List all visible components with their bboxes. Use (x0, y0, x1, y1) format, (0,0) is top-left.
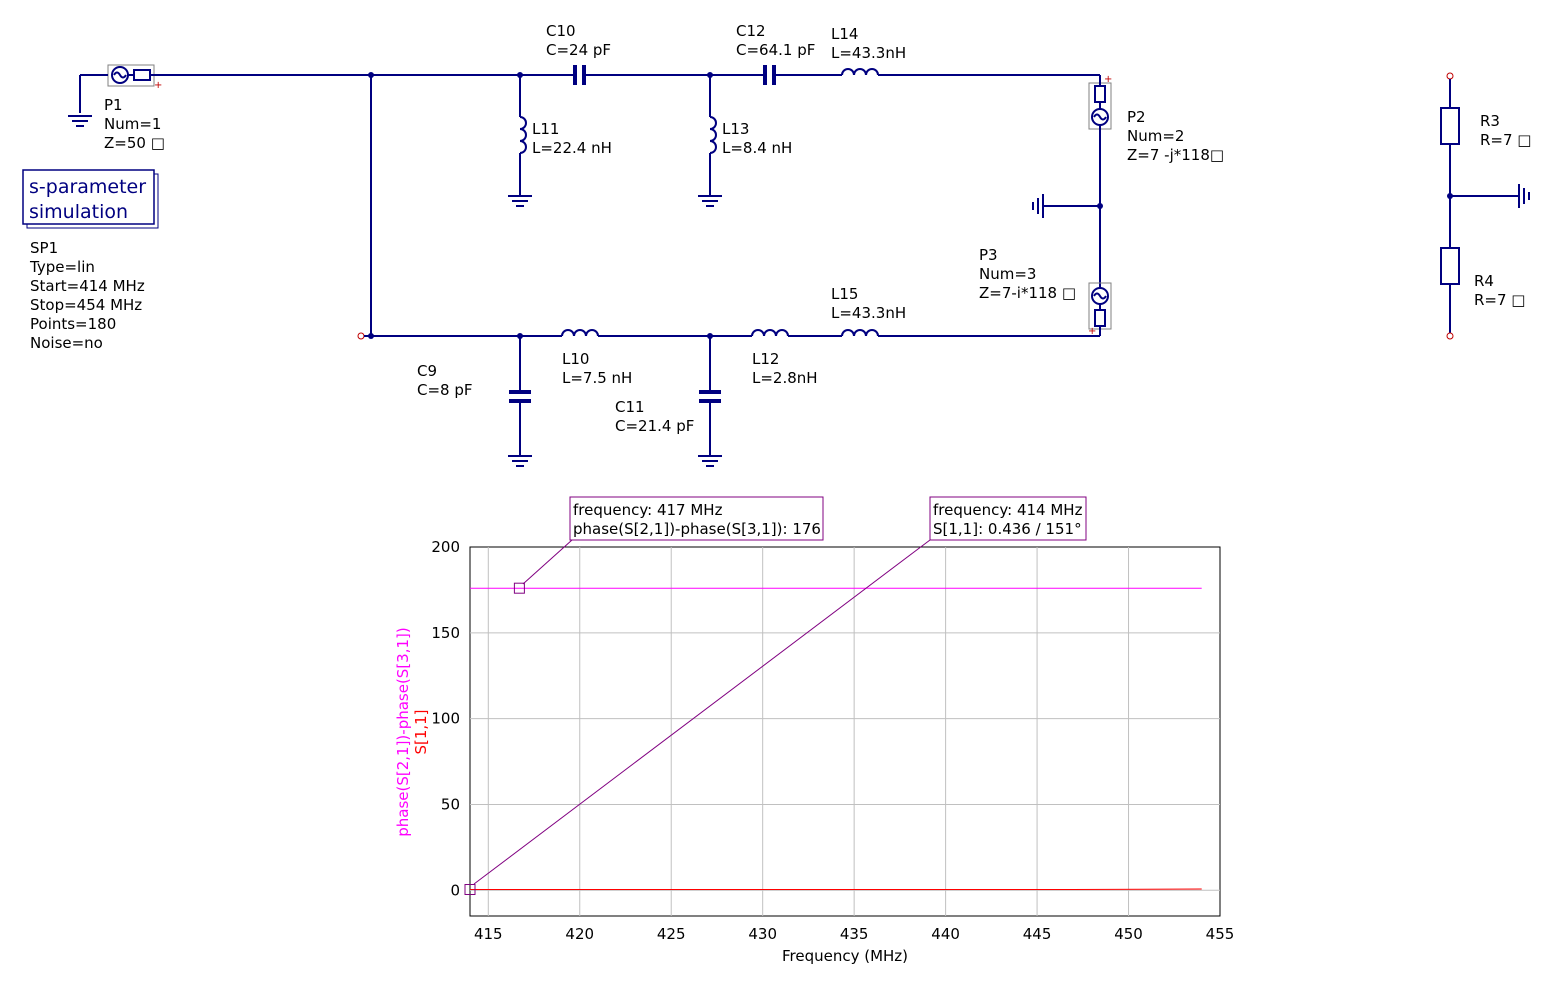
y-axis-label-top: phase(S[2,1])-phase(S[3,1]) (394, 627, 412, 837)
marker-point-2[interactable] (464, 884, 476, 896)
sp-simulation-block[interactable] (22, 169, 159, 229)
sim-box-line1: s-parameter (29, 176, 146, 198)
x-tick-label: 420 (565, 925, 594, 943)
p2-num: Num=2 (1127, 127, 1184, 145)
inductor-l12[interactable] (740, 329, 800, 337)
l14-name: L14 (831, 25, 858, 43)
svg-text:+: + (1088, 326, 1096, 337)
c10-name: C10 (546, 22, 576, 40)
marker-point-1[interactable] (513, 582, 525, 594)
y-axis-label-bottom: S[1,1] (412, 709, 430, 754)
p3-name: P3 (979, 246, 998, 264)
p3-impedance: Z=7-i*118 □ (979, 284, 1076, 302)
p1-num: Num=1 (104, 115, 161, 133)
x-tick-label: 435 (840, 925, 869, 943)
l12-name: L12 (752, 350, 779, 368)
l10-value: L=7.5 nH (562, 369, 632, 387)
sim-start: Start=414 MHz (30, 277, 145, 295)
resistor-r4[interactable] (1440, 196, 1460, 340)
r3-value: R=7 □ (1480, 131, 1531, 149)
marker-1-label[interactable] (522, 496, 824, 585)
capacitor-c12[interactable] (740, 65, 800, 85)
l15-name: L15 (831, 285, 858, 303)
marker-2-frequency: frequency: 414 MHz (933, 501, 1083, 519)
x-axis-label: Frequency (MHz) (782, 947, 908, 965)
x-tick-label: 445 (1023, 925, 1052, 943)
p1-name: P1 (104, 96, 123, 114)
tick-labels: 415 420 425 430 435 440 445 450 455 0 50 100 150 200 (431, 538, 1234, 943)
inductor-l10[interactable] (550, 329, 610, 337)
x-tick-label: 455 (1206, 925, 1235, 943)
port-p3[interactable]: + (1088, 282, 1112, 337)
series-lines (470, 587, 1202, 891)
x-tick-label: 415 (474, 925, 503, 943)
svg-text:+: + (154, 80, 162, 91)
l14-value: L=43.3nH (831, 44, 906, 62)
c9-name: C9 (417, 362, 437, 380)
p1-impedance: Z=50 □ (104, 134, 165, 152)
grid-lines (470, 547, 1220, 916)
c11-name: C11 (615, 398, 645, 416)
r3-name: R3 (1480, 112, 1500, 130)
r4-name: R4 (1474, 272, 1494, 290)
p3-num: Num=3 (979, 265, 1036, 283)
y-tick-label: 150 (431, 624, 460, 642)
port-p2[interactable]: + (1088, 74, 1112, 130)
ground-right (1518, 184, 1530, 208)
p2-impedance: Z=7 -j*118□ (1127, 146, 1224, 164)
ground-middle (1032, 194, 1044, 218)
sim-noise: Noise=no (30, 334, 103, 352)
capacitor-c11[interactable] (698, 336, 722, 467)
sim-type: Type=lin (29, 258, 95, 276)
inductor-l15[interactable] (830, 329, 890, 337)
l11-value: L=22.4 nH (532, 139, 612, 157)
inductor-l13[interactable] (698, 75, 722, 207)
plot-area (469, 546, 1221, 917)
sim-stop: Stop=454 MHz (30, 296, 142, 314)
l11-name: L11 (532, 120, 559, 138)
resistor-r3[interactable] (1440, 72, 1460, 196)
x-tick-label: 425 (657, 925, 686, 943)
l10-name: L10 (562, 350, 589, 368)
x-tick-label: 450 (1114, 925, 1143, 943)
sim-points: Points=180 (30, 315, 116, 333)
y-tick-label: 100 (431, 710, 460, 728)
marker-1-value: phase(S[2,1])-phase(S[3,1]): 176 (573, 520, 821, 538)
marker-2-label[interactable] (473, 496, 1087, 885)
l12-value: L=2.8nH (752, 369, 818, 387)
r4-value: R=7 □ (1474, 291, 1525, 309)
inductor-l11[interactable] (508, 75, 532, 207)
sim-name: SP1 (30, 239, 58, 257)
marker-2-value: S[1,1]: 0.436 / 151° (933, 520, 1082, 538)
markers (464, 582, 525, 896)
inductor-l14[interactable] (830, 68, 890, 76)
port-p1[interactable]: + (68, 64, 162, 127)
c10-value: C=24 pF (546, 41, 611, 59)
sim-box-line2: simulation (29, 201, 128, 223)
c11-value: C=21.4 pF (615, 417, 694, 435)
y-tick-label: 200 (431, 538, 460, 556)
x-tick-label: 440 (931, 925, 960, 943)
p2-name: P2 (1127, 108, 1146, 126)
y-tick-label: 50 (441, 795, 460, 813)
l13-value: L=8.4 nH (722, 139, 792, 157)
y-tick-label: 0 (450, 881, 460, 899)
capacitor-c9[interactable] (508, 336, 532, 467)
c12-name: C12 (736, 22, 766, 40)
l15-value: L=43.3nH (831, 304, 906, 322)
x-tick-label: 430 (748, 925, 777, 943)
svg-text:+: + (1104, 74, 1112, 85)
l13-name: L13 (722, 120, 749, 138)
marker-1-frequency: frequency: 417 MHz (573, 501, 723, 519)
c9-value: C=8 pF (417, 381, 473, 399)
c12-value: C=64.1 pF (736, 41, 815, 59)
capacitor-c10[interactable] (548, 65, 611, 85)
